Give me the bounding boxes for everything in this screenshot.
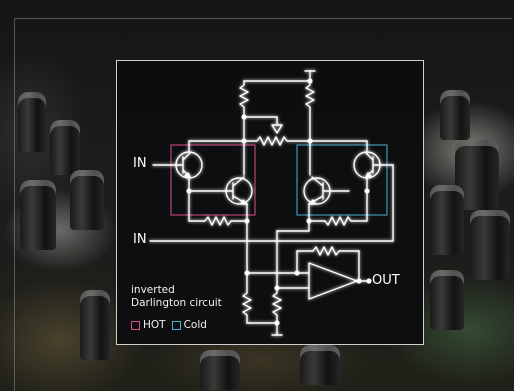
hot-stage-box: [170, 144, 256, 216]
resistor-upper-left: [239, 82, 249, 118]
pot-wiper-arrow: [271, 124, 283, 134]
capacitor: [440, 90, 470, 140]
input-cold-label: IN: [133, 232, 147, 247]
resistor-hot-emitter: [204, 216, 232, 226]
supply-rail: [243, 70, 316, 84]
cold-swatch: [171, 320, 181, 330]
input-hot-label: IN: [133, 156, 147, 171]
hot-stage-wiring: [152, 140, 248, 267]
op-amp: [308, 262, 358, 300]
resistor-upper-right: [305, 80, 315, 118]
resistor-lower-left: [242, 292, 252, 316]
capacitor: [20, 180, 56, 250]
capacitor: [200, 350, 240, 390]
caption-line-2: Darlington circuit: [131, 297, 222, 309]
cold-stage-box: [296, 144, 388, 216]
caption-line-1: inverted: [131, 284, 175, 296]
capacitor: [430, 185, 464, 255]
diagram-caption: inverted Darlington circuit: [131, 284, 222, 310]
capacitor: [430, 270, 464, 330]
transistor-cold-2: [303, 177, 331, 205]
circuit-schematic: [149, 70, 394, 336]
resistor-lower-mid: [272, 292, 282, 316]
output-label: OUT: [372, 273, 400, 288]
legend: HOT Cold: [131, 319, 207, 331]
capacitor: [470, 210, 510, 280]
capacitor: [70, 170, 104, 230]
circuit-diagram-panel: IN IN OUT inverted Darlington circuit HO…: [116, 60, 424, 345]
hot-swatch: [131, 320, 140, 330]
pot-wiper: [243, 116, 278, 126]
photo-frame-line: [14, 18, 512, 391]
cold-stage-wiring: [149, 140, 394, 284]
capacitor: [18, 92, 46, 152]
output-stage-wiring: [242, 246, 370, 336]
resistor-cold-emitter: [324, 216, 352, 226]
resistor-feedback: [312, 246, 340, 256]
capacitor: [80, 290, 110, 360]
legend-hot-label: HOT: [143, 319, 166, 331]
legend-cold-label: Cold: [183, 319, 207, 331]
junction-dots: [186, 78, 372, 326]
potentiometer: [243, 136, 311, 146]
capacitor: [50, 120, 80, 175]
capacitor: [300, 345, 340, 385]
